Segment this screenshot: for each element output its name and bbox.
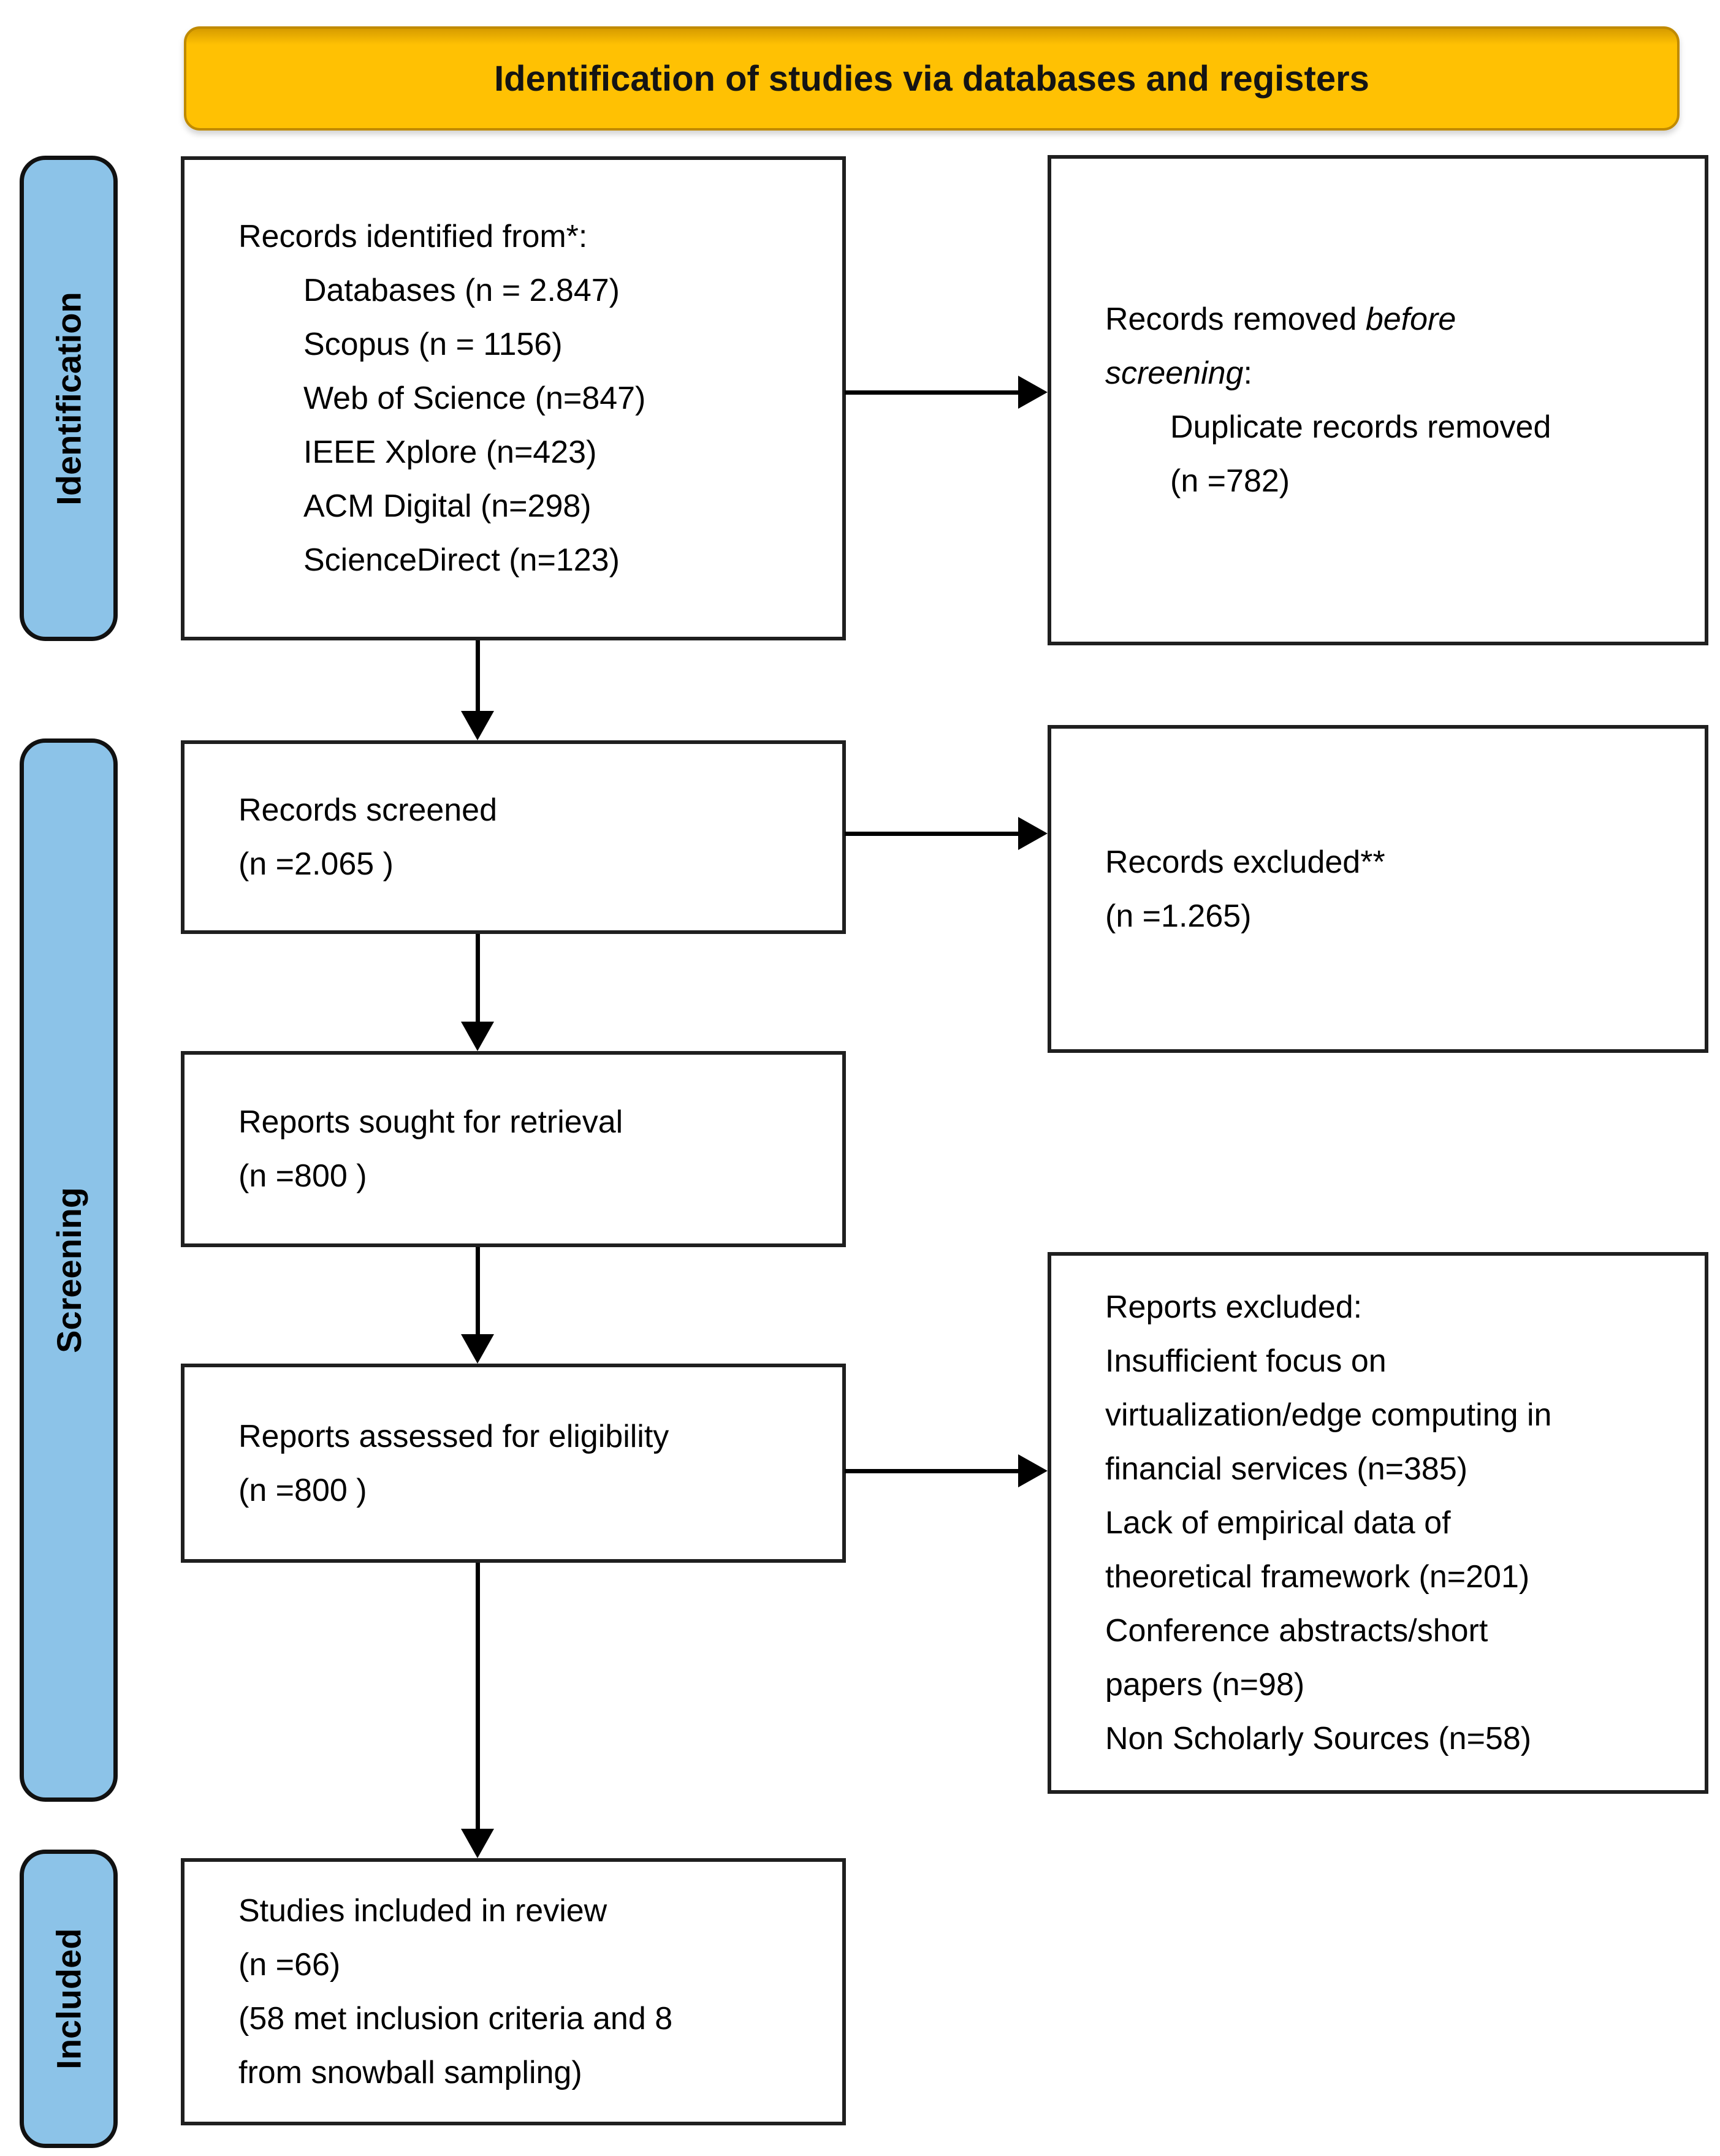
arrow-screened-to-excluded-line: [845, 832, 1018, 836]
records-excluded-box: Records excluded** (n =1.265): [1048, 725, 1708, 1053]
stage-label-identification: Identification: [49, 291, 88, 506]
stage-bar-screening: Screening: [20, 738, 118, 1802]
arrow-assessed-to-included-head: [461, 1829, 494, 1858]
records-screened-text: Records screened (n =2.065 ): [238, 792, 497, 882]
reports-excluded-text: Reports excluded: Insufficient focus on …: [1105, 1289, 1552, 1756]
records-removed-line1: Records removed before: [1105, 292, 1683, 346]
arrow-screened-to-sought-head: [461, 1022, 494, 1051]
studies-included-text: Studies included in review (n =66) (58 m…: [238, 1893, 673, 2090]
reports-sought-text: Reports sought for retrieval (n =800 ): [238, 1104, 623, 1194]
arrow-assessed-to-included-line: [476, 1563, 480, 1829]
studies-included-box: Studies included in review (n =66) (58 m…: [181, 1858, 846, 2125]
arrow-sought-to-assessed-line: [476, 1247, 480, 1334]
banner-title: Identification of studies via databases …: [494, 58, 1369, 99]
stage-bar-identification: Identification: [20, 156, 118, 641]
stage-label-screening: Screening: [49, 1187, 88, 1353]
arrow-screened-to-sought-line: [476, 934, 480, 1022]
arrow-sought-to-assessed-head: [461, 1334, 494, 1364]
arrow-identified-to-removed-head: [1018, 376, 1048, 409]
arrow-identified-to-removed-line: [845, 390, 1018, 395]
reports-assessed-text: Reports assessed for eligibility (n =800…: [238, 1418, 669, 1508]
reports-assessed-box: Reports assessed for eligibility (n =800…: [181, 1364, 846, 1563]
arrow-assessed-to-reports-excluded-head: [1018, 1454, 1048, 1487]
records-excluded-text: Records excluded** (n =1.265): [1105, 844, 1385, 934]
reports-excluded-box: Reports excluded: Insufficient focus on …: [1048, 1252, 1708, 1794]
stage-bar-included: Included: [20, 1850, 118, 2148]
records-removed-items: Duplicate records removed (n =782): [1170, 409, 1551, 499]
arrow-identified-to-screened-line: [476, 640, 480, 711]
records-removed-line2: screening:: [1105, 346, 1683, 400]
stage-label-included: Included: [49, 1928, 88, 2070]
records-removed-line1-normal: Records removed: [1105, 302, 1366, 337]
records-identified-items: Databases (n = 2.847) Scopus (n = 1156) …: [303, 273, 646, 578]
records-identified-title: Records identified from*:: [238, 219, 588, 254]
records-identified-box: Records identified from*: Databases (n =…: [181, 156, 846, 640]
arrow-assessed-to-reports-excluded-line: [845, 1469, 1018, 1473]
arrow-identified-to-screened-head: [461, 711, 494, 740]
reports-sought-box: Reports sought for retrieval (n =800 ): [181, 1051, 846, 1247]
records-screened-box: Records screened (n =2.065 ): [181, 740, 846, 934]
banner: Identification of studies via databases …: [184, 26, 1680, 131]
arrow-screened-to-excluded-head: [1018, 817, 1048, 850]
records-removed-box: Records removed before screening: Duplic…: [1048, 155, 1708, 645]
records-removed-line2-normal: :: [1243, 355, 1252, 391]
records-removed-line1-italic: before: [1365, 302, 1456, 337]
records-removed-line2-italic: screening: [1105, 355, 1244, 391]
